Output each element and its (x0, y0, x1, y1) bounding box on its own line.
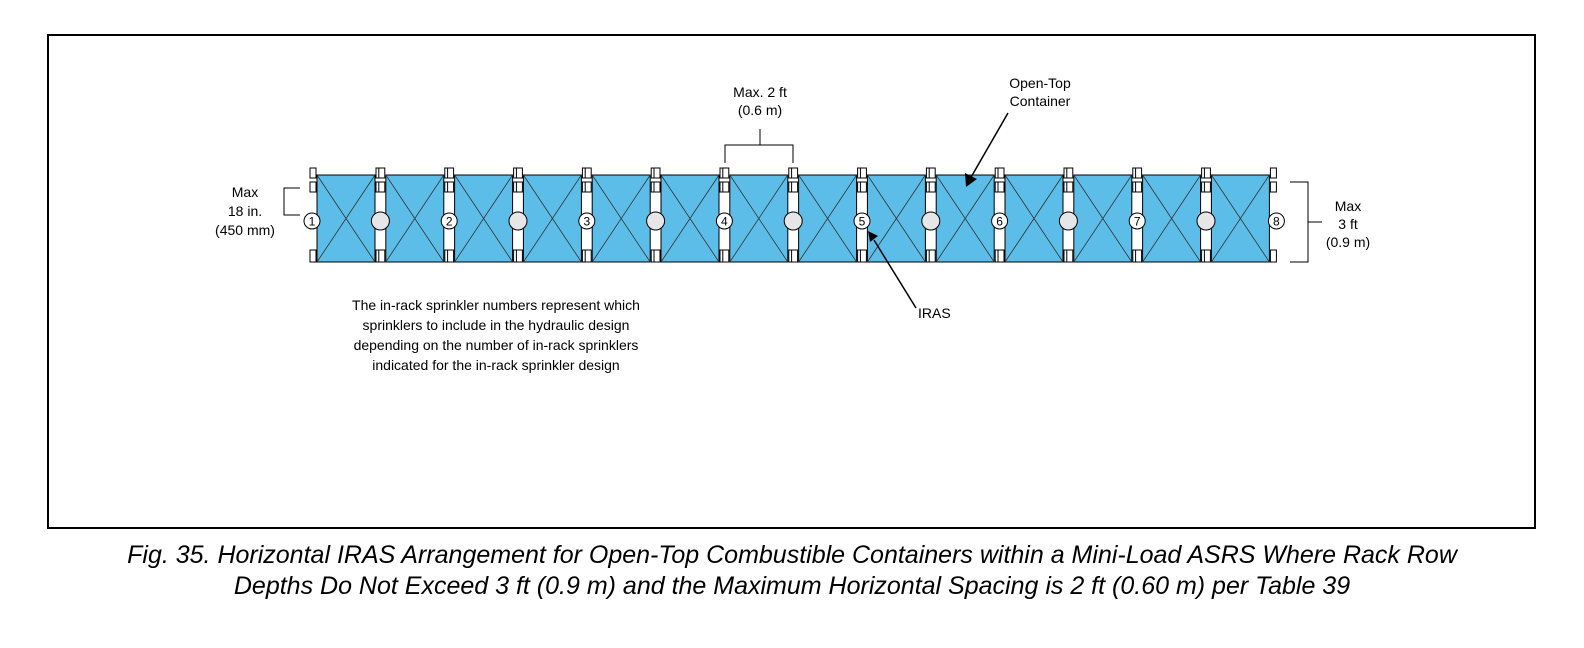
container-6 (660, 174, 720, 263)
rack-upright-13 (722, 167, 730, 263)
figure-frame (47, 34, 1536, 529)
rack-upright-17 (859, 167, 867, 263)
sprinkler-numbered-8: 8 (1267, 212, 1285, 230)
sprinkler-numbered-1: 1 (303, 212, 321, 230)
sprinkler-number-label: 4 (721, 215, 728, 229)
sprinkler-number-label: 1 (309, 215, 316, 229)
container-label-line-2: Container (1010, 93, 1071, 109)
spacing-label-line-2: (0.6 m) (738, 102, 782, 118)
sprinkler-numbered-7: 7 (1128, 212, 1146, 230)
figure-caption: Fig. 35. Horizontal IRAS Arrangement for… (0, 540, 1584, 602)
container-11 (1004, 174, 1064, 263)
container-3 (454, 174, 514, 263)
rack-upright-21 (997, 167, 1005, 263)
container-7 (729, 174, 789, 263)
right-dim-line-3: (0.9 m) (1326, 234, 1370, 250)
sprinkler-numbered-4: 4 (715, 212, 733, 230)
left-dimension: Max 18 in. (450 mm) (215, 184, 300, 238)
rack-upright-5 (447, 167, 455, 263)
right-dim-line-2: 3 ft (1338, 216, 1358, 232)
iras-arrowhead (868, 231, 878, 242)
rack-upright-7 (515, 167, 523, 263)
container-arrowhead (965, 173, 977, 187)
container-12 (1073, 174, 1133, 263)
iras-arrangement-diagram: 1 2 3 4 5 6 7 8 Max 18 in. (450 mm) Max 3 ft (0… (47, 34, 1536, 529)
sprinkler-number-label: 3 (583, 215, 590, 229)
iras-callout: IRAS (868, 231, 951, 321)
note-line-1: The in-rack sprinkler numbers represent … (352, 297, 640, 313)
container-callout: Open-Top Container (965, 75, 1071, 187)
note-line-4: indicated for the in-rack sprinkler desi… (372, 357, 619, 373)
right-dim-line-1: Max (1335, 198, 1361, 214)
note-text: The in-rack sprinkler numbers represent … (352, 297, 640, 373)
sprinkler-unnumbered (646, 211, 666, 231)
spacing-label-line-1: Max. 2 ft (733, 84, 787, 100)
sprinkler-unnumbered (508, 211, 528, 231)
container-4 (522, 174, 582, 263)
sprinkler-numbered-6: 6 (991, 212, 1009, 230)
sprinkler-number-label: 8 (1273, 215, 1280, 229)
container-label-line-1: Open-Top (1009, 75, 1071, 91)
container-9 (866, 174, 926, 263)
rack-upright-15 (791, 167, 799, 263)
container-10 (935, 174, 995, 263)
sprinkler-numbered-3: 3 (578, 212, 596, 230)
rack-upright-19 (928, 167, 936, 263)
sprinkler-row: 1 2 3 4 5 6 7 8 (303, 211, 1285, 231)
sprinkler-number-label: 2 (446, 215, 453, 229)
container-5 (591, 174, 651, 263)
rack-row (309, 167, 1277, 263)
container-1 (316, 174, 376, 263)
iras-label: IRAS (918, 305, 951, 321)
sprinkler-unnumbered (1058, 211, 1078, 231)
container-13 (1142, 174, 1202, 263)
rack-upright-27 (1203, 167, 1211, 263)
left-dim-line-1: Max (232, 184, 258, 200)
sprinkler-number-label: 5 (859, 215, 866, 229)
left-dim-line-3: (450 mm) (215, 222, 275, 238)
rack-upright-11 (653, 167, 661, 263)
sprinkler-numbered-5: 5 (853, 212, 871, 230)
sprinkler-number-label: 6 (996, 215, 1003, 229)
right-dimension: Max 3 ft (0.9 m) (1290, 181, 1370, 263)
rack-upright-9 (584, 167, 592, 263)
note-line-2: sprinklers to include in the hydraulic d… (363, 317, 630, 333)
left-dim-line-2: 18 in. (228, 203, 262, 219)
note-line-3: depending on the number of in-rack sprin… (354, 337, 639, 353)
sprinkler-numbered-2: 2 (440, 212, 458, 230)
sprinkler-unnumbered (1196, 211, 1216, 231)
rack-upright-28 (1269, 167, 1277, 263)
container-8 (798, 174, 858, 263)
sprinkler-unnumbered (370, 211, 390, 231)
rack-upright-1 (309, 167, 317, 263)
sprinkler-number-label: 7 (1134, 215, 1141, 229)
sprinkler-unnumbered (783, 211, 803, 231)
rack-upright-25 (1135, 167, 1143, 263)
rack-upright-23 (1066, 167, 1074, 263)
caption-line-1: Fig. 35. Horizontal IRAS Arrangement for… (127, 541, 1457, 569)
rack-upright-3 (378, 167, 386, 263)
caption-line-2: Depths Do Not Exceed 3 ft (0.9 m) and th… (233, 572, 1351, 600)
container-14 (1210, 174, 1270, 263)
spacing-bracket: Max. 2 ft (0.6 m) (724, 84, 794, 163)
sprinkler-unnumbered (921, 211, 941, 231)
container-2 (385, 174, 445, 263)
